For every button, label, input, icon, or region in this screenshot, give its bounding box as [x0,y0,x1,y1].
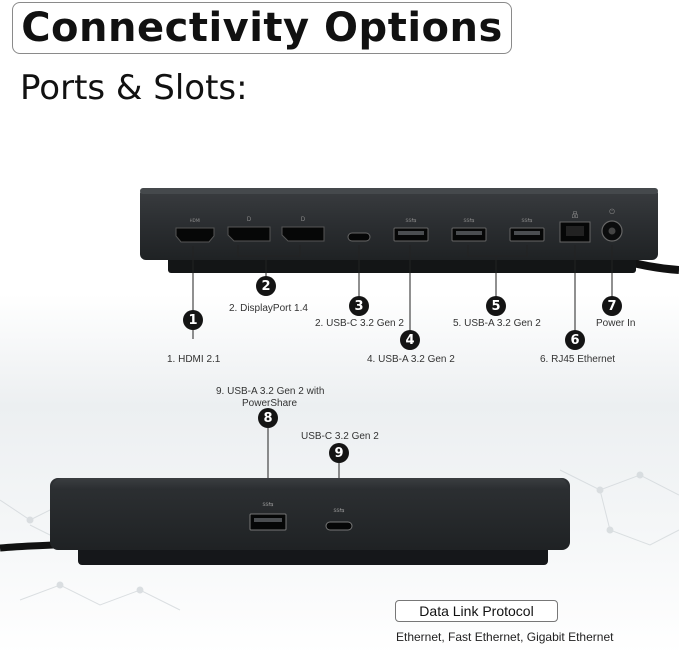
protocol-heading: Data Link Protocol [419,603,534,619]
svg-text:ss⇆: ss⇆ [262,501,273,508]
label-usb-c-front: USB-C 3.2 Gen 2 [301,431,379,442]
svg-text:品: 品 [572,211,579,219]
callout-badge-9: 9 [329,443,349,463]
label-usb-c-rear: 2. USB-C 3.2 Gen 2 [315,318,404,329]
callout-badge-2: 2 [256,276,276,296]
hdmi-port [175,227,215,243]
usb-c-rear [347,232,371,242]
callout-badge-3: 3 [349,296,369,316]
page-subtitle: Ports & Slots: [20,68,248,108]
displayport-2 [281,226,325,242]
protocol-list: Ethernet, Fast Ethernet, Gigabit Etherne… [396,630,614,644]
label-rj45: 6. RJ45 Ethernet [540,354,616,365]
label-hdmi: 1. HDMI 2.1 [167,354,221,365]
callout-badge-4: 4 [400,330,420,350]
callout-badge-1: 1 [183,310,203,330]
svg-text:ss⇆: ss⇆ [333,507,344,514]
label-usb-a-rear-2: 5. USB-A 3.2 Gen 2 [453,318,541,329]
callout-badge-8: 8 [258,408,278,428]
label-usb-a-front-line2: PowerShare [242,398,298,409]
front-dock: ss⇆ ss⇆ [0,478,570,565]
page-title: Connectivity Options [21,5,503,51]
callout-badge-5: 5 [486,296,506,316]
svg-text:D: D [301,217,306,223]
svg-text:HDMI: HDMI [190,218,201,223]
svg-text:D: D [247,217,252,223]
callout-badge-7: 7 [602,296,622,316]
displayport-1 [227,226,271,242]
label-power-in: Power In [596,318,636,329]
title-box: Connectivity Options [12,2,512,54]
svg-text:⏻: ⏻ [609,208,615,216]
callout-badge-6: 6 [565,330,585,350]
rear-dock: HDMI D D ss⇆ ss⇆ ss⇆ 品 ⏻ [140,188,679,522]
label-usb-a-front-line1: 9. USB-A 3.2 Gen 2 with [216,386,325,397]
svg-text:ss⇆: ss⇆ [463,217,474,224]
protocol-heading-box: Data Link Protocol [395,600,558,622]
svg-text:ss⇆: ss⇆ [405,217,416,224]
label-usb-a-rear-1: 4. USB-A 3.2 Gen 2 [367,354,455,365]
svg-text:ss⇆: ss⇆ [521,217,532,224]
label-displayport: 2. DisplayPort 1.4 [229,303,308,314]
usb-c-front [325,521,353,531]
